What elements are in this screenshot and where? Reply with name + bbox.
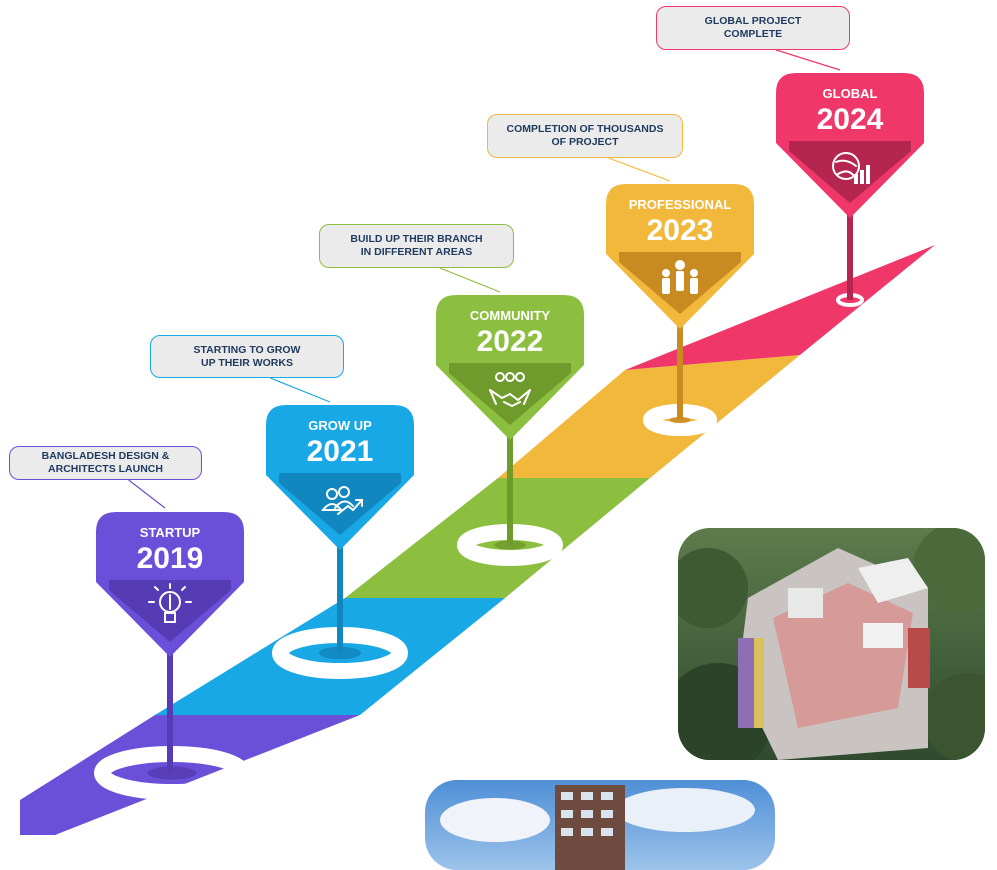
callout-connector-2024 — [776, 49, 841, 71]
timeline-markers: STARTUP 2019 GROW UP 2021 COMMUNITY 2022 PROFE… — [96, 73, 924, 657]
marker-2021: GROW UP 2021 — [266, 405, 414, 550]
callout-line: STARTING TO GROW — [193, 343, 301, 356]
marker-2022: COMMUNITY 2022 — [436, 295, 584, 440]
timeline-stems — [167, 193, 853, 773]
milestone-year-2019: 2019 — [137, 542, 204, 575]
milestone-year-2023: 2023 — [647, 214, 714, 247]
growth-people-icon — [320, 486, 363, 515]
callout-connector-2023 — [608, 157, 671, 182]
timeline-diagram: STARTUP 2019 GROW UP 2021 COMMUNITY 2022 PROFE… — [20, 49, 935, 835]
callout-connector-2021 — [270, 377, 331, 403]
callout-2019: BANGLADESH DESIGN &ARCHITECTS LAUNCH — [9, 446, 202, 480]
marker-stem-2022 — [507, 415, 513, 545]
milestone-year-2021: 2021 — [307, 435, 374, 468]
globe-chart-icon — [832, 152, 870, 184]
milestone-title-2022: COMMUNITY — [470, 308, 550, 323]
road-segment-2024 — [625, 245, 935, 370]
milestone-title-2023: PROFESSIONAL — [629, 197, 732, 212]
callout-line: UP THEIR WORKS — [201, 356, 293, 369]
milestone-year-2022: 2022 — [477, 325, 544, 358]
building-aerial-photo — [678, 528, 985, 760]
building-photo — [425, 780, 775, 870]
marker-2023: PROFESSIONAL 2023 — [606, 184, 754, 329]
callout-line: COMPLETE — [723, 28, 783, 40]
callout-line: IN DIFFERENT AREAS — [360, 246, 473, 258]
milestone-title-2024: GLOBAL — [823, 86, 878, 101]
marker-2019: STARTUP 2019 — [96, 512, 244, 657]
milestone-title-2019: STARTUP — [140, 525, 201, 540]
callout-line: BUILD UP THEIR BRANCH — [350, 233, 483, 245]
callout-line: OF PROJECT — [551, 136, 619, 148]
milestone-title-2021: GROW UP — [308, 418, 372, 433]
marker-stem-2021 — [337, 525, 343, 653]
marker-stem-2023 — [677, 304, 683, 420]
team-icon — [662, 260, 698, 294]
callout-connector-2019 — [128, 479, 166, 509]
callout-line: BANGLADESH DESIGN & — [41, 450, 170, 462]
callout-line: COMPLETION OF THOUSANDS — [506, 123, 664, 135]
milestone-year-2024: 2024 — [817, 103, 884, 136]
callout-line: GLOBAL PROJECT — [704, 15, 802, 27]
lightbulb-icon — [148, 583, 192, 623]
marker-stem-2019 — [167, 632, 173, 773]
callout-connectors — [128, 49, 841, 509]
callout-connector-2022 — [439, 267, 501, 293]
marker-stem-2024 — [847, 193, 853, 300]
handshake-icon — [489, 372, 531, 408]
marker-2024: GLOBAL 2024 — [776, 73, 924, 218]
callout-line: ARCHITECTS LAUNCH — [48, 463, 163, 475]
